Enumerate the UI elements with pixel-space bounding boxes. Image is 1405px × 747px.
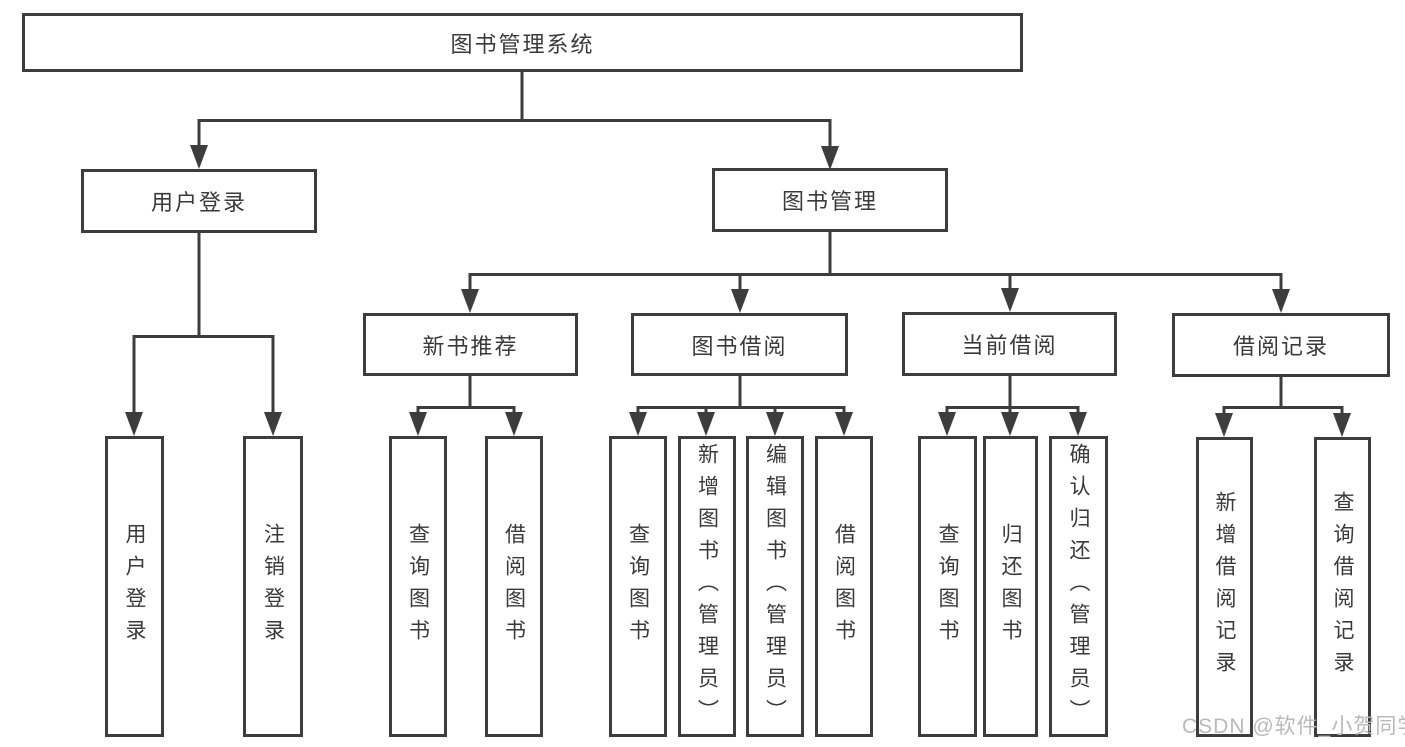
arrowhead-bb-edit: [766, 412, 784, 436]
arrowhead-bb-add: [697, 412, 715, 436]
node-borrowing-records: 借阅记录: [1172, 313, 1390, 377]
arrowhead-book-borrowing: [731, 289, 749, 313]
watermark-text: CSDN @软件_小贺同学: [1182, 715, 1405, 738]
connector-root: [197, 72, 832, 148]
connector-new-book-recommend: [416, 376, 516, 415]
node-leaf-logout-login: 注销登录: [243, 436, 303, 737]
connector-book-management: [468, 232, 1283, 291]
arrowhead-borrowing-records: [1272, 289, 1290, 313]
arrowhead-new-book-recommend: [461, 289, 479, 313]
node-leaf-query-books-current: 查询图书: [918, 436, 977, 737]
arrowhead-ul-logout: [264, 412, 282, 436]
arrowhead-cb-query: [938, 412, 956, 436]
connector-current-borrowing: [945, 376, 1080, 415]
arrowhead-br-add: [1215, 413, 1233, 437]
node-leaf-edit-books-admin: 编辑图书（管理员）: [746, 436, 804, 737]
arrowhead-br-query: [1333, 413, 1351, 437]
arrowhead-ul-login: [125, 412, 143, 436]
node-leaf-add-borrow-record: 新增借阅记录: [1196, 437, 1253, 737]
node-user-login: 用户登录: [81, 169, 317, 233]
node-leaf-query-books-borrowing: 查询图书: [609, 436, 667, 737]
node-book-management: 图书管理: [712, 168, 948, 232]
node-leaf-query-books-recommend: 查询图书: [389, 436, 447, 737]
arrowhead-cb-return: [1001, 412, 1019, 436]
arrowhead-user-login: [190, 145, 208, 169]
connector-book-borrowing: [636, 376, 846, 415]
arrowhead-nb-query: [409, 412, 427, 436]
node-leaf-return-books: 归还图书: [983, 436, 1038, 737]
node-current-borrowing: 当前借阅: [902, 312, 1117, 376]
node-leaf-borrow-books-borrowing: 借阅图书: [815, 436, 873, 737]
node-leaf-user-login: 用户登录: [105, 436, 164, 737]
node-leaf-add-books-admin: 新增图书（管理员）: [678, 436, 736, 737]
node-book-borrowing: 图书借阅: [631, 313, 848, 376]
node-new-book-recommend: 新书推荐: [363, 313, 578, 376]
arrowhead-nb-borrow: [505, 412, 523, 436]
arrowhead-current-borrowing: [1001, 288, 1019, 312]
node-leaf-borrow-books-recommend: 借阅图书: [485, 436, 543, 737]
connector-user-login: [132, 233, 275, 414]
connector-borrowing-records: [1222, 377, 1344, 415]
arrowhead-book-management: [821, 146, 839, 170]
node-leaf-confirm-return-admin: 确认归还（管理员）: [1049, 436, 1108, 737]
node-root: 图书管理系统: [22, 13, 1023, 72]
node-leaf-query-borrow-record: 查询借阅记录: [1314, 437, 1371, 737]
arrowhead-cb-confirm: [1069, 412, 1087, 436]
arrowhead-bb-query: [629, 412, 647, 436]
arrowhead-bb-borrow: [835, 412, 853, 436]
